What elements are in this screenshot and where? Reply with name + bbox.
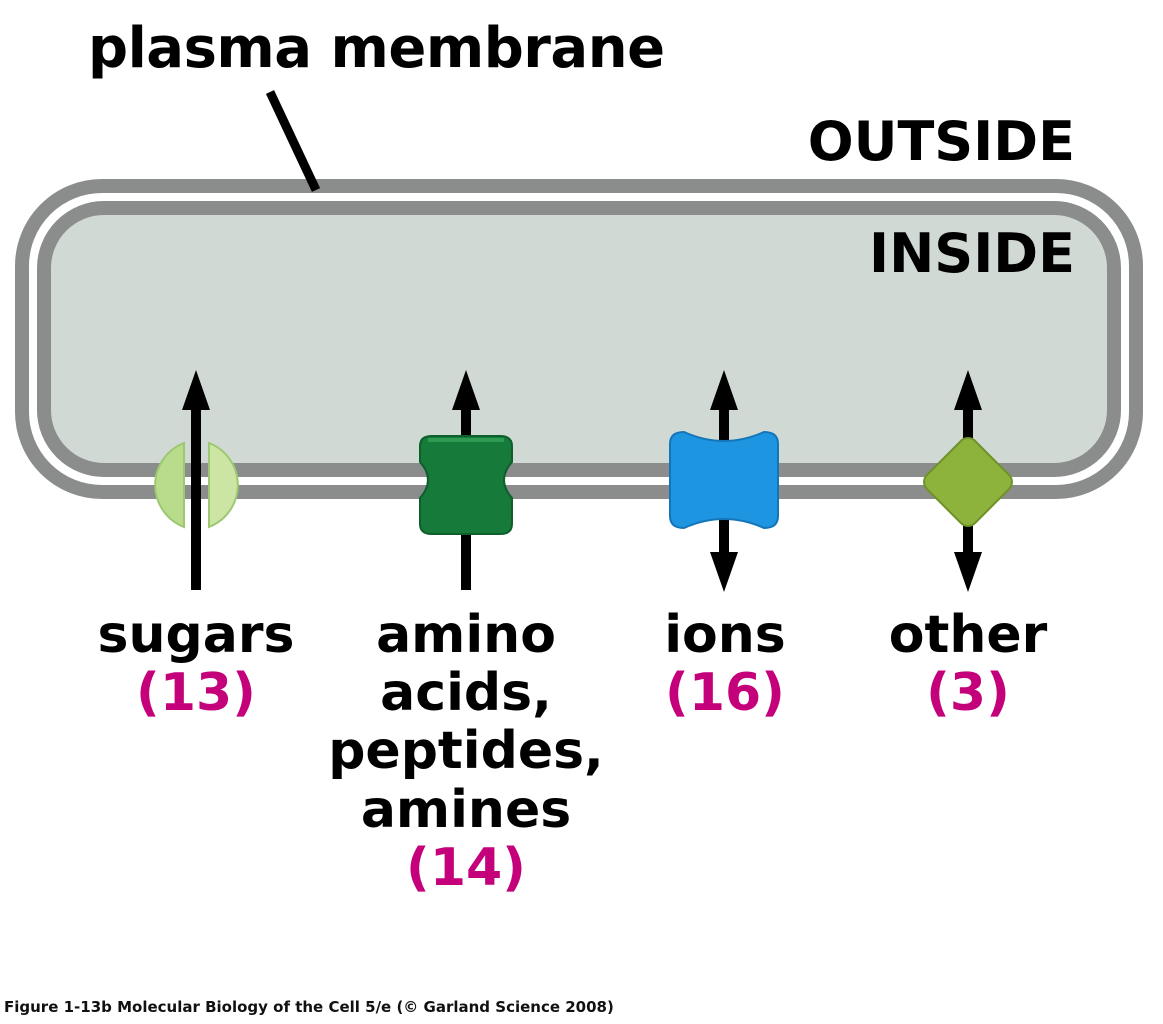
amino-acids-group: amino acids, peptides, amines (14) [316,606,616,897]
transporter-name: sugars [97,605,295,665]
transporter-name: amino [376,605,556,665]
hourglass-transporter-icon [419,435,513,535]
other-group: other (3) [868,605,1068,724]
amino-acid-transporter [419,370,513,590]
cytoplasm [37,201,1121,477]
sugars-group: sugars (13) [96,605,296,724]
membrane-pointer-line [265,90,321,192]
inside-label: INSIDE [869,222,1075,285]
bowtie-transporter-icon [669,430,779,530]
transporter-name: other [888,605,1048,665]
outside-label: OUTSIDE [807,110,1075,173]
transporter-name: amines [360,779,572,840]
plasma-membrane-label: plasma membrane [88,16,665,81]
transporter-count: (3) [926,663,1010,724]
transporter-name: acids, [380,663,552,724]
split-sphere-transporter-icon [154,441,185,529]
transporter-count: (13) [136,663,256,724]
diamond-transporter-icon [923,437,1013,527]
membrane-outer [15,179,1143,499]
ions-group: ions (16) [640,605,810,724]
ion-transporter [669,370,779,592]
transporter-name: ions [664,605,786,665]
transporter-name: peptides, [328,721,604,782]
other-transporter [923,370,1013,592]
sugar-transporter [154,370,239,590]
transporter-count: (16) [665,663,785,724]
transporter-count: (14) [406,837,526,898]
figure-caption: Figure 1-13b Molecular Biology of the Ce… [4,998,614,1016]
